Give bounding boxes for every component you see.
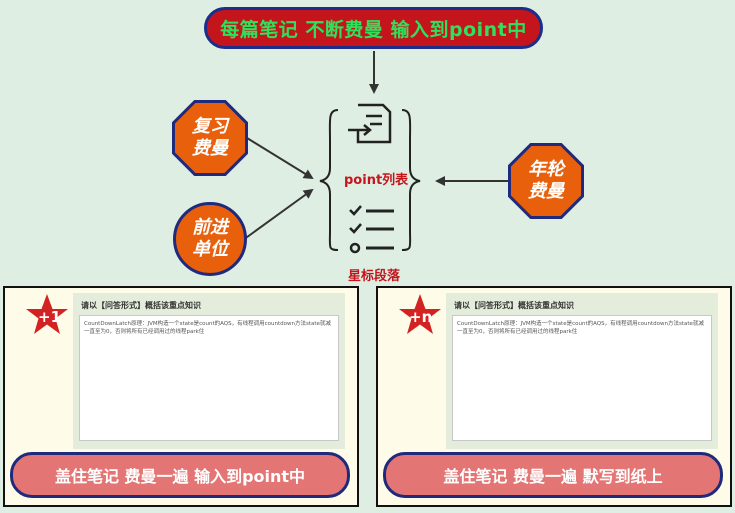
- star-icon: [26, 294, 68, 334]
- arrow-review-to-center: [246, 137, 314, 180]
- star-paragraph-label: 星标段落: [348, 269, 401, 284]
- action-pill: 盖住笔记 费曼一遍 输入到point中: [10, 452, 350, 498]
- point-list-label: point列表: [344, 173, 409, 188]
- right-brace-icon: [401, 109, 421, 251]
- left-brace-icon: [319, 109, 339, 251]
- question-prompt: 请以【问答形式】概括该重点知识: [454, 301, 574, 310]
- star-icon: [399, 294, 441, 334]
- action-pill: 盖住笔记 费曼一遍 默写到纸上: [383, 452, 723, 498]
- checklist-icon: [349, 205, 394, 254]
- center-group-graphics: [319, 103, 421, 254]
- question-card: 请以【问答形式】概括该重点知识 CountDownLatch原理：JVM构造一个…: [446, 293, 718, 449]
- top-banner: 每篇笔记 不断费曼 输入到point中: [204, 7, 543, 49]
- answer-textarea[interactable]: CountDownLatch原理：JVM构造一个state是count的AQS，…: [79, 315, 339, 441]
- question-prompt: 请以【问答形式】概括该重点知识: [81, 301, 201, 310]
- input-document-icon: [348, 103, 392, 144]
- arrow-progress-to-center: [242, 188, 314, 241]
- annual-feynman-node: 年轮 费曼: [508, 143, 584, 219]
- badge-plus-one: +1: [38, 308, 62, 326]
- review-feynman-node: 复习 费曼: [172, 100, 248, 176]
- answer-textarea[interactable]: CountDownLatch原理：JVM构造一个state是count的AQS，…: [452, 315, 712, 441]
- annual-feynman-label: 年轮 费曼: [511, 146, 581, 216]
- review-feynman-label: 复习 费曼: [175, 103, 245, 173]
- panel-right: +n 请以【问答形式】概括该重点知识 CountDownLatch原理：JVM构…: [376, 286, 732, 507]
- question-card: 请以【问答形式】概括该重点知识 CountDownLatch原理：JVM构造一个…: [73, 293, 345, 449]
- panel-left: +1 请以【问答形式】概括该重点知识 CountDownLatch原理：JVM构…: [3, 286, 359, 507]
- badge-plus-n: +n: [409, 308, 433, 326]
- progress-unit-node: 前进 单位: [173, 202, 247, 276]
